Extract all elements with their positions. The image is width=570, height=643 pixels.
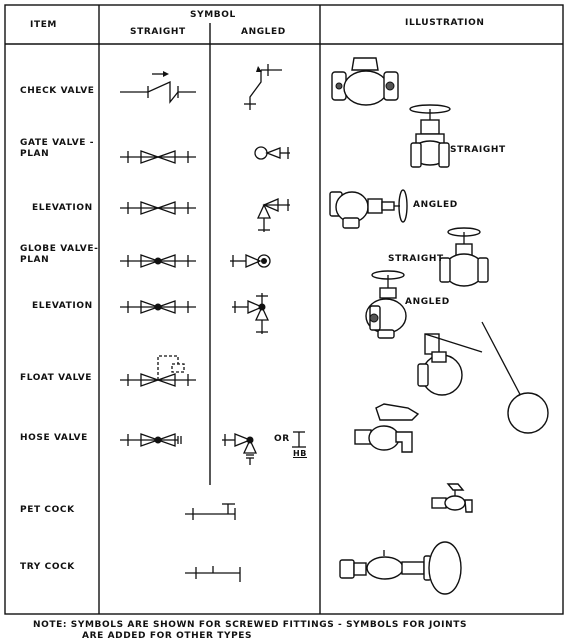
globe-valve-elevation-angled-symbol (232, 293, 270, 334)
check-valve-angled-symbol (244, 64, 282, 110)
gate-valve-elevation-angled-symbol (256, 198, 290, 232)
item-float-valve: FLOAT VALVE (20, 373, 93, 383)
try-cock-illustration-icon (339, 541, 462, 595)
hose-valve-or-text: OR (274, 434, 290, 444)
item-gate-valve-elevation: ELEVATION (32, 203, 93, 213)
globe-valve-angled-label: ANGLED (405, 297, 450, 307)
gate-valve-angled-label: ANGLED (413, 200, 458, 210)
item-try-cock: TRY COCK (20, 562, 75, 572)
globe-valve-straight-label: STRAIGHT (388, 254, 444, 264)
check-valve-straight-symbol (120, 71, 196, 104)
globe-valve-straight-illustration-icon (439, 227, 489, 287)
try-cock-symbol (185, 566, 241, 582)
globe-valve-plan-angled-symbol (230, 254, 271, 268)
gate-valve-elevation-straight-symbol (120, 201, 196, 215)
header-item: ITEM (30, 20, 57, 30)
item-pet-cock: PET COCK (20, 505, 75, 515)
globe-valve-elevation-straight-symbol (120, 300, 196, 314)
header-straight: STRAIGHT (130, 27, 186, 37)
gate-valve-plan-angled-symbol (254, 146, 290, 160)
float-valve-straight-symbol (120, 355, 196, 387)
hose-valve-illustration-icon (354, 403, 420, 453)
note-line-2: ARE ADDED FOR OTHER TYPES (82, 631, 253, 641)
gate-valve-angled-illustration-icon (329, 189, 408, 229)
pet-cock-illustration-icon (431, 483, 473, 513)
header-illustration: ILLUSTRATION (405, 18, 485, 28)
item-globe-valve-plan: GLOBE VALVE- PLAN (20, 244, 99, 265)
item-globe-valve-elevation: ELEVATION (32, 301, 93, 311)
item-hose-valve: HOSE VALVE (20, 433, 88, 443)
gate-valve-straight-label: STRAIGHT (450, 145, 506, 155)
gate-valve-straight-illustration-icon (409, 104, 451, 168)
note-line-1: NOTE: SYMBOLS ARE SHOWN FOR SCREWED FITT… (33, 620, 468, 630)
pet-cock-symbol (185, 503, 236, 520)
header-symbol: SYMBOL (190, 10, 236, 20)
gate-valve-plan-straight-symbol (120, 150, 196, 164)
header-angled: ANGLED (241, 27, 286, 37)
globe-valve-angled-illustration-icon (365, 270, 407, 339)
hose-valve-angled-symbol (222, 431, 306, 465)
check-valve-illustration-icon (331, 57, 399, 106)
float-valve-illustration-icon (417, 321, 549, 434)
hose-valve-straight-symbol (120, 433, 182, 447)
item-check-valve: CHECK VALVE (20, 86, 95, 96)
hose-valve-hb-text: HB (293, 449, 307, 458)
item-gate-valve-plan: GATE VALVE - PLAN (20, 138, 95, 159)
globe-valve-plan-straight-symbol (120, 254, 196, 268)
